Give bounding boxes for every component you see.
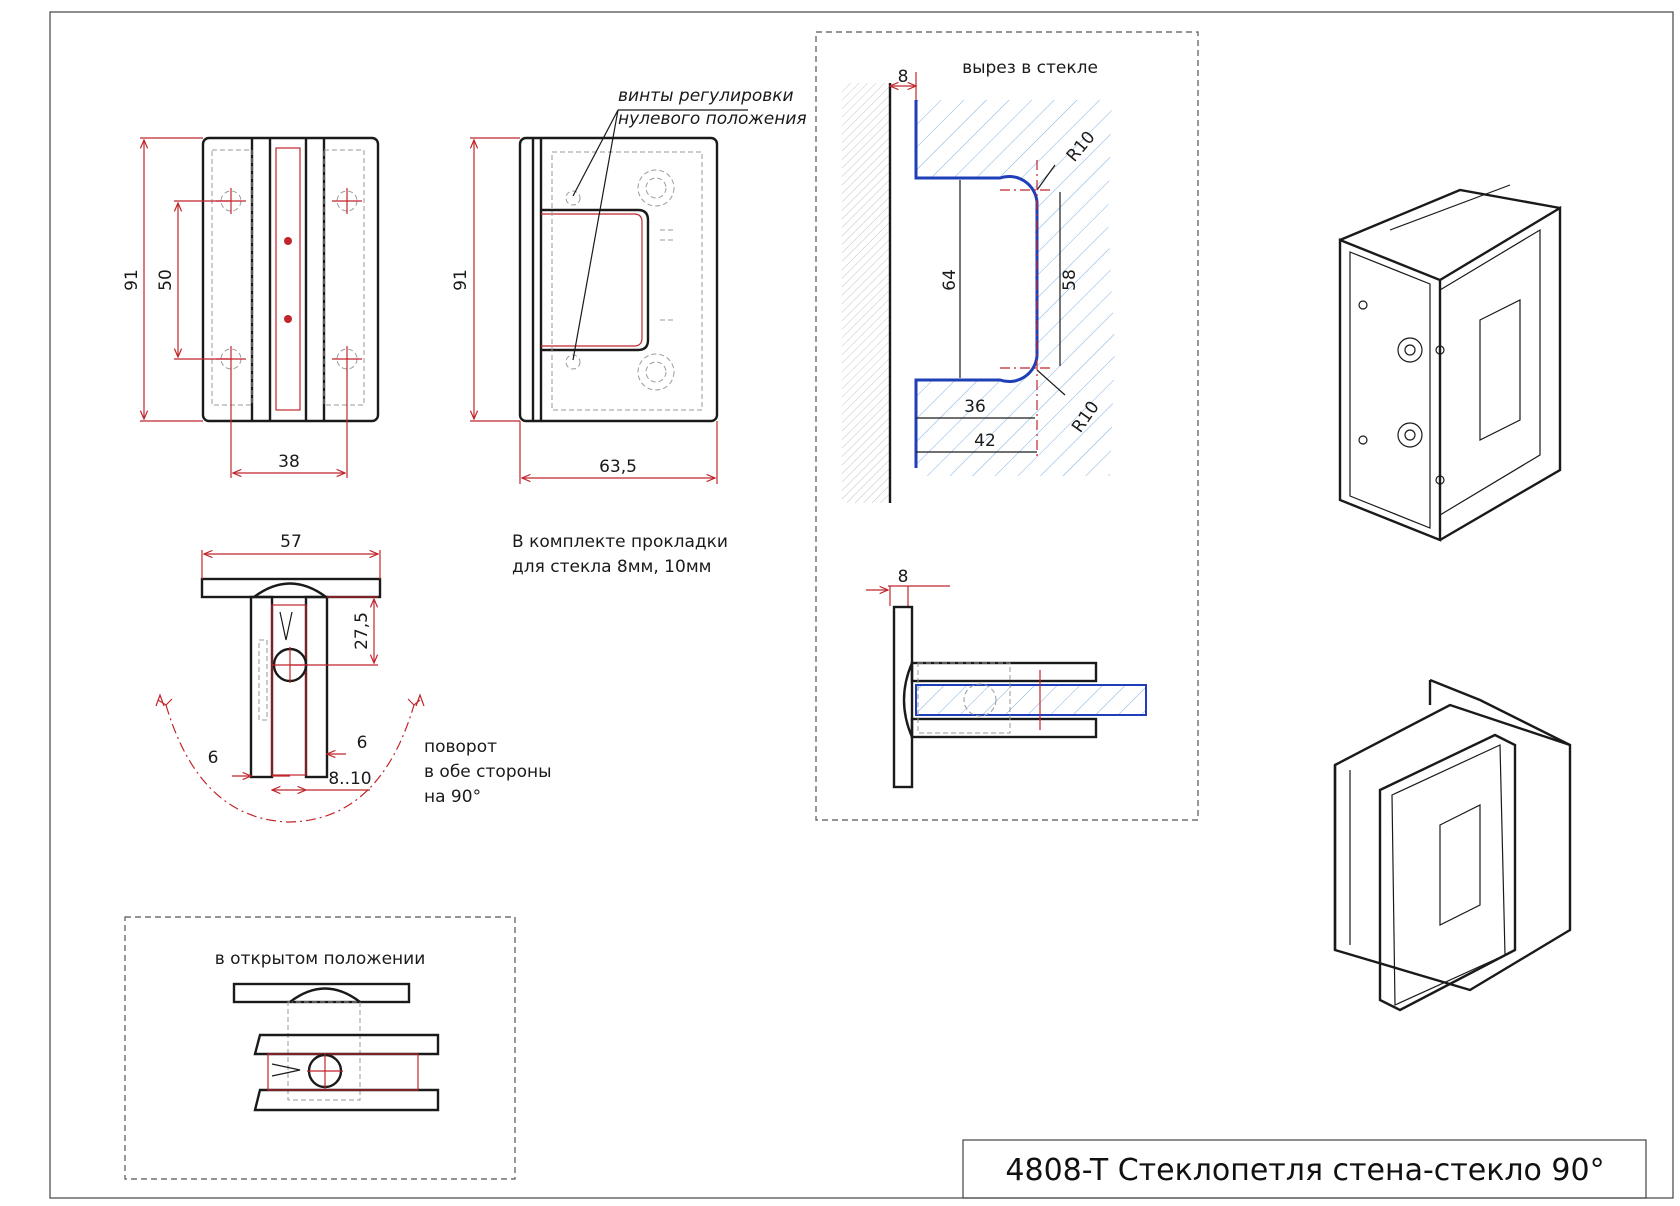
- cutout-dim-depth-outer: 42: [974, 431, 996, 451]
- top-dim-glass: 8..10: [328, 769, 371, 789]
- callout-adjust-screws-line1: винты регулировки: [618, 86, 794, 106]
- side-dim-depth: 63,5: [599, 457, 637, 477]
- front-dim-hole-spacing: 50: [156, 269, 176, 291]
- note-gaskets-line1: В комплекте прокладки: [512, 532, 728, 552]
- top-view: [155, 550, 425, 823]
- rotation-note-line1: поворот: [424, 737, 497, 757]
- rotation-note-line2: в обе стороны: [424, 762, 552, 782]
- title-block: [962, 1139, 1647, 1199]
- front-view: [140, 136, 380, 478]
- side-dim-height: 91: [451, 269, 471, 291]
- rotation-note-line3: на 90°: [424, 787, 481, 807]
- section-dim-gap: 8: [898, 567, 909, 587]
- open-position-panel: [124, 916, 516, 1180]
- cutout-panel-title: вырез в стекле: [962, 58, 1098, 78]
- cutout-dim-height-inner: 58: [1060, 269, 1080, 291]
- top-dim-width: 57: [280, 532, 302, 552]
- glass-section: [866, 585, 1147, 789]
- front-dim-height: 91: [122, 269, 142, 291]
- cutout-dim-gap: 8: [898, 67, 909, 87]
- cutout-dim-height-outer: 64: [940, 269, 960, 291]
- side-view: [470, 109, 748, 484]
- drawing-title: 4808-T Стеклопетля стена-стекло 90°: [1005, 1153, 1604, 1188]
- glass-cutout: [842, 72, 1115, 503]
- isometric-view-front: [1333, 678, 1572, 1012]
- cutout-dim-depth-inner: 36: [964, 397, 986, 417]
- open-position-title: в открытом положении: [215, 949, 426, 969]
- sheet-frame: [49, 11, 1674, 1199]
- top-dim-offset: 27,5: [352, 612, 372, 650]
- cutout-panel: [815, 31, 1199, 821]
- front-dim-width: 38: [278, 452, 300, 472]
- top-dim-left: 6: [208, 748, 219, 768]
- open-position-view: [232, 982, 440, 1112]
- note-gaskets-line2: для стекла 8мм, 10мм: [512, 557, 711, 577]
- callout-adjust-screws-line2: нулевого положения: [618, 109, 807, 129]
- top-dim-right: 6: [357, 733, 368, 753]
- isometric-view-back: [1338, 184, 1562, 542]
